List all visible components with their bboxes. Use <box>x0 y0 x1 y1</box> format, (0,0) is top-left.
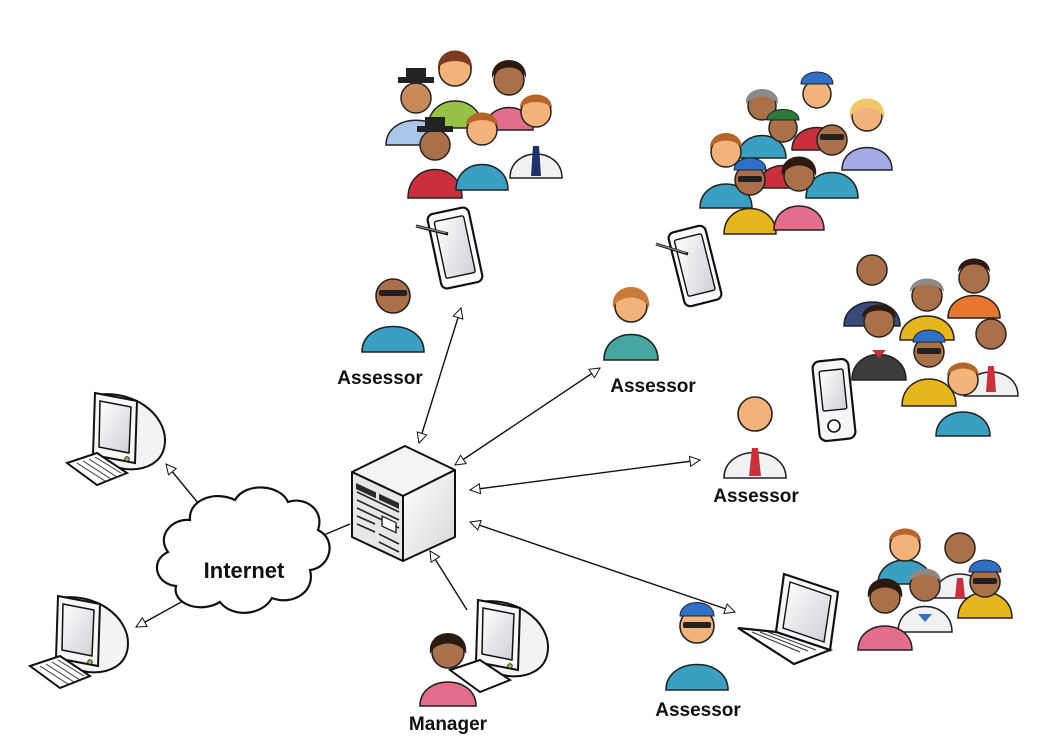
person-icon <box>947 258 1001 319</box>
assessor-bottom-label: Assessor <box>655 700 741 721</box>
person-icon <box>455 112 509 191</box>
person-icon <box>723 396 787 479</box>
assessor-upper-right-label: Assessor <box>610 376 696 397</box>
person-icon <box>419 633 477 707</box>
person-icon <box>851 304 907 381</box>
person-icon <box>805 124 859 199</box>
person-icon <box>737 89 787 159</box>
person-icon <box>957 559 1013 619</box>
laptop-icon <box>737 572 840 666</box>
server-icon <box>351 445 456 562</box>
cloud-icon <box>155 486 331 614</box>
manager-label: Manager <box>409 714 488 735</box>
desktop-computer-icon <box>64 391 167 487</box>
manager: Manager <box>409 633 488 735</box>
person-icon <box>509 94 563 179</box>
pda-icon <box>811 357 857 443</box>
assessor-top: Assessor <box>337 278 425 389</box>
person-icon <box>841 98 893 171</box>
desktop-computer-icon <box>27 594 130 690</box>
assessor-upper-right: Assessor <box>603 287 696 397</box>
tablet-with-stylus-icon <box>415 206 484 290</box>
people-group-icon <box>699 71 893 235</box>
person-icon <box>897 568 953 633</box>
arrow-internet-desktop-bottom <box>136 599 186 628</box>
person-icon <box>723 157 777 235</box>
person-icon <box>665 602 729 691</box>
tablet-with-stylus-icon <box>655 224 723 308</box>
person-icon <box>935 362 991 437</box>
person-icon <box>407 117 463 199</box>
person-icon <box>857 578 913 651</box>
desktop-computer-icon <box>447 598 550 694</box>
assessor-middle-right: Assessor <box>713 396 799 507</box>
assessor-middle-right-label: Assessor <box>713 486 799 507</box>
person-icon <box>901 329 957 407</box>
person-icon <box>603 287 659 361</box>
person-icon <box>699 133 753 209</box>
arrow-server-tablet-top <box>419 308 461 443</box>
people-group-icon <box>857 528 1013 651</box>
assessor-top-label: Assessor <box>337 368 423 389</box>
arrow-manager-server <box>430 551 468 611</box>
internet-label: Internet <box>204 558 285 583</box>
person-icon <box>773 156 825 231</box>
assessor-bottom: Assessor <box>655 602 741 721</box>
arrow-server-assessor-middle-right <box>470 460 700 490</box>
arrow-server-laptop <box>470 522 735 612</box>
people-group-icon <box>385 50 563 199</box>
arrow-server-assessor-upper-right <box>455 368 600 465</box>
people-group-icon <box>843 254 1019 437</box>
person-icon <box>361 278 425 353</box>
